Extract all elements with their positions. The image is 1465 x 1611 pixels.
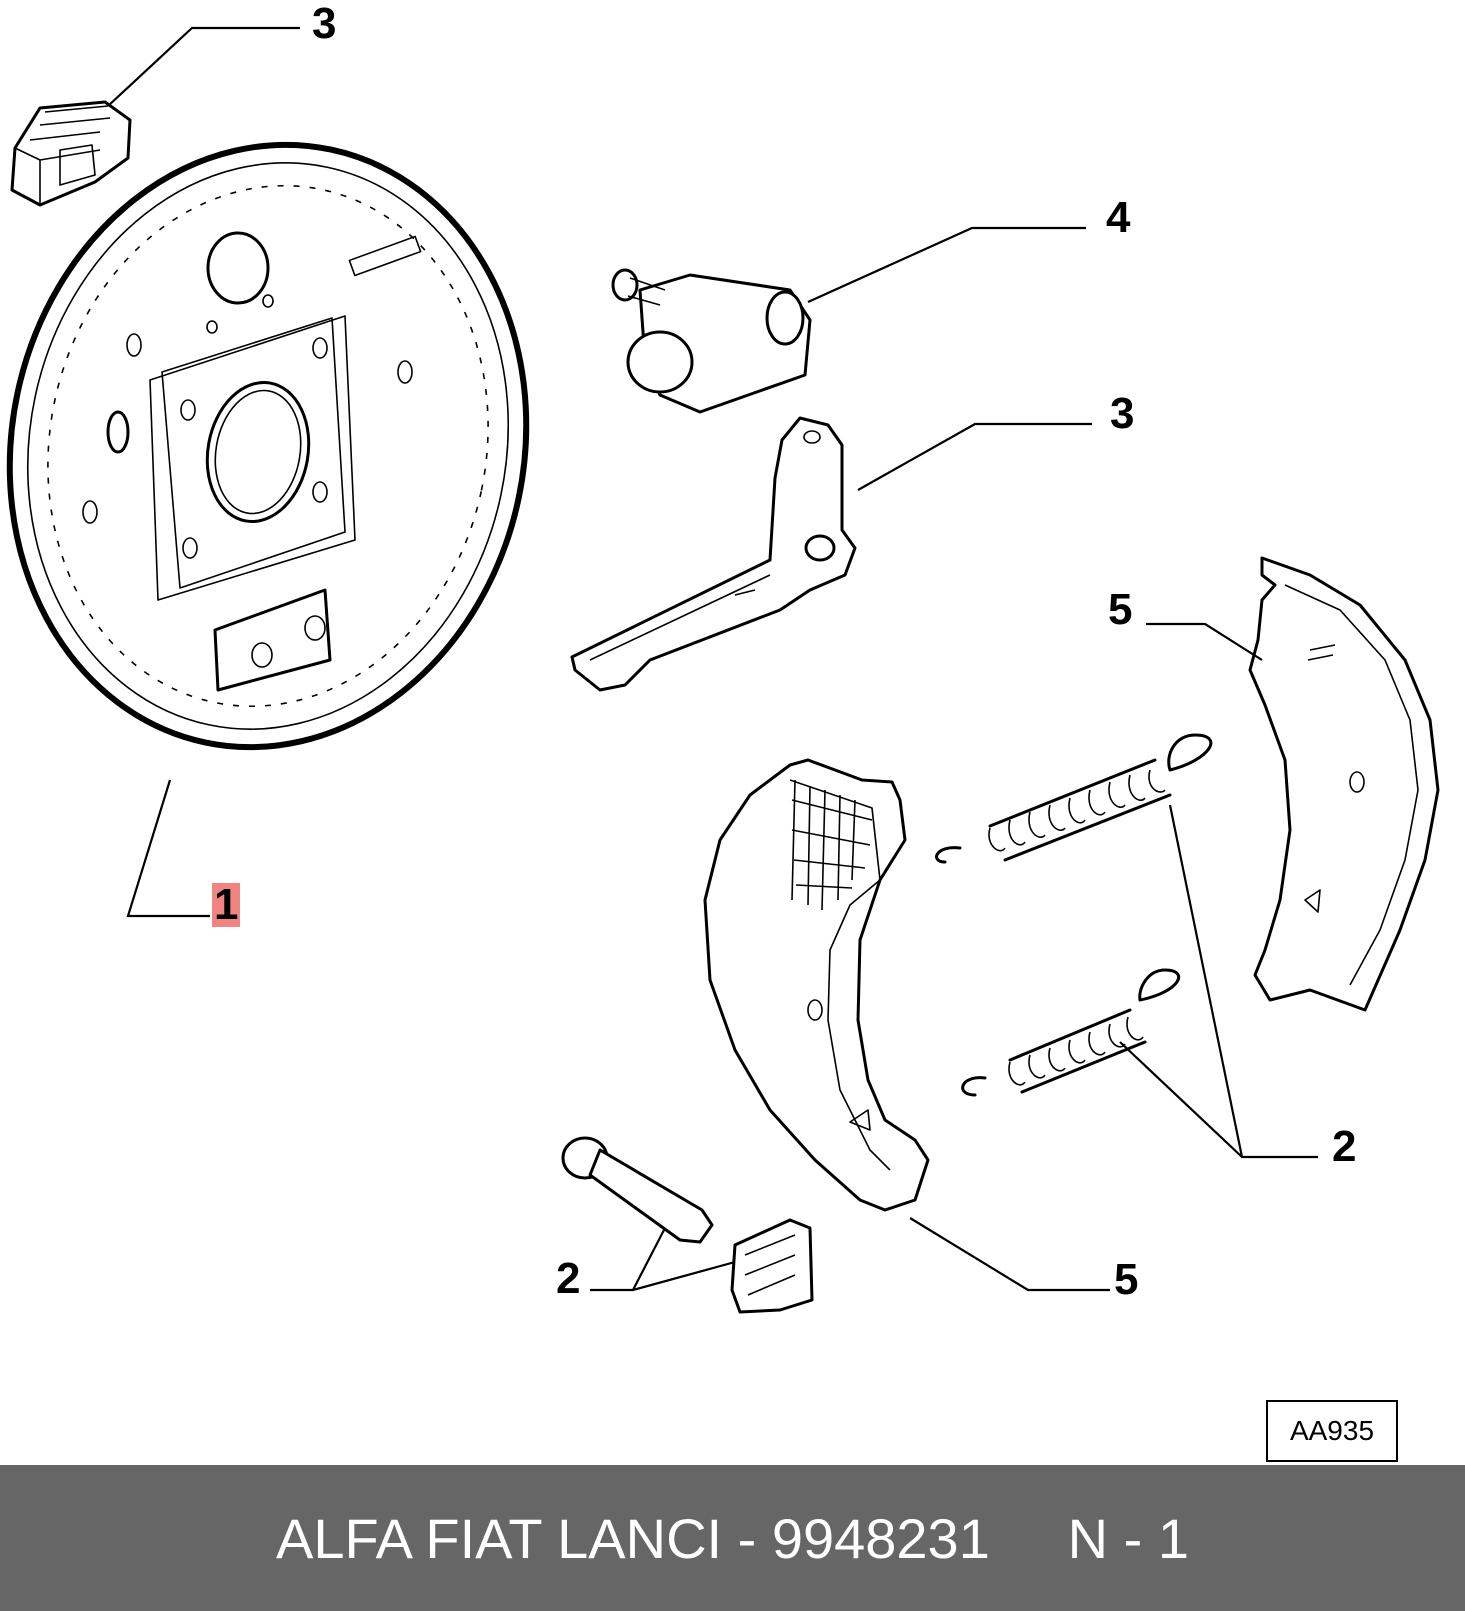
upper-spring (935, 733, 1213, 864)
callout-4-cylinder: 4 (1106, 193, 1131, 242)
callout-1-backplate: 1 (212, 880, 241, 929)
backing-plate (6, 141, 530, 751)
callout-2-pin: 2 (556, 1254, 581, 1303)
hold-down-pin (561, 1136, 714, 1244)
reference-code: AA935 (1289, 1415, 1375, 1446)
brake-assembly-diagram (6, 26, 1440, 1314)
footer-bar: ALFA FIAT LANCI - 9948231 N - 1 (0, 1465, 1465, 1611)
leader-lines (107, 26, 1318, 1292)
wheel-cylinder (611, 268, 812, 414)
reference-code-box: AA935 (1266, 1400, 1398, 1462)
callout-3-lever: 3 (1110, 389, 1135, 438)
clip-part (10, 100, 132, 207)
callout-2-springs: 2 (1332, 1122, 1357, 1171)
right-brake-shoe (1248, 556, 1440, 1012)
parking-lever (570, 416, 857, 692)
callout-5-right-shoe: 5 (1108, 585, 1133, 634)
left-brake-shoe (703, 758, 930, 1212)
callout-3-clip: 3 (312, 0, 337, 48)
callout-5-left-shoe: 5 (1114, 1255, 1139, 1304)
footer-part-number: ALFA FIAT LANCI - 9948231 N - 1 (275, 1506, 1189, 1570)
hold-down-retainer (730, 1218, 814, 1314)
lower-spring (961, 968, 1181, 1097)
